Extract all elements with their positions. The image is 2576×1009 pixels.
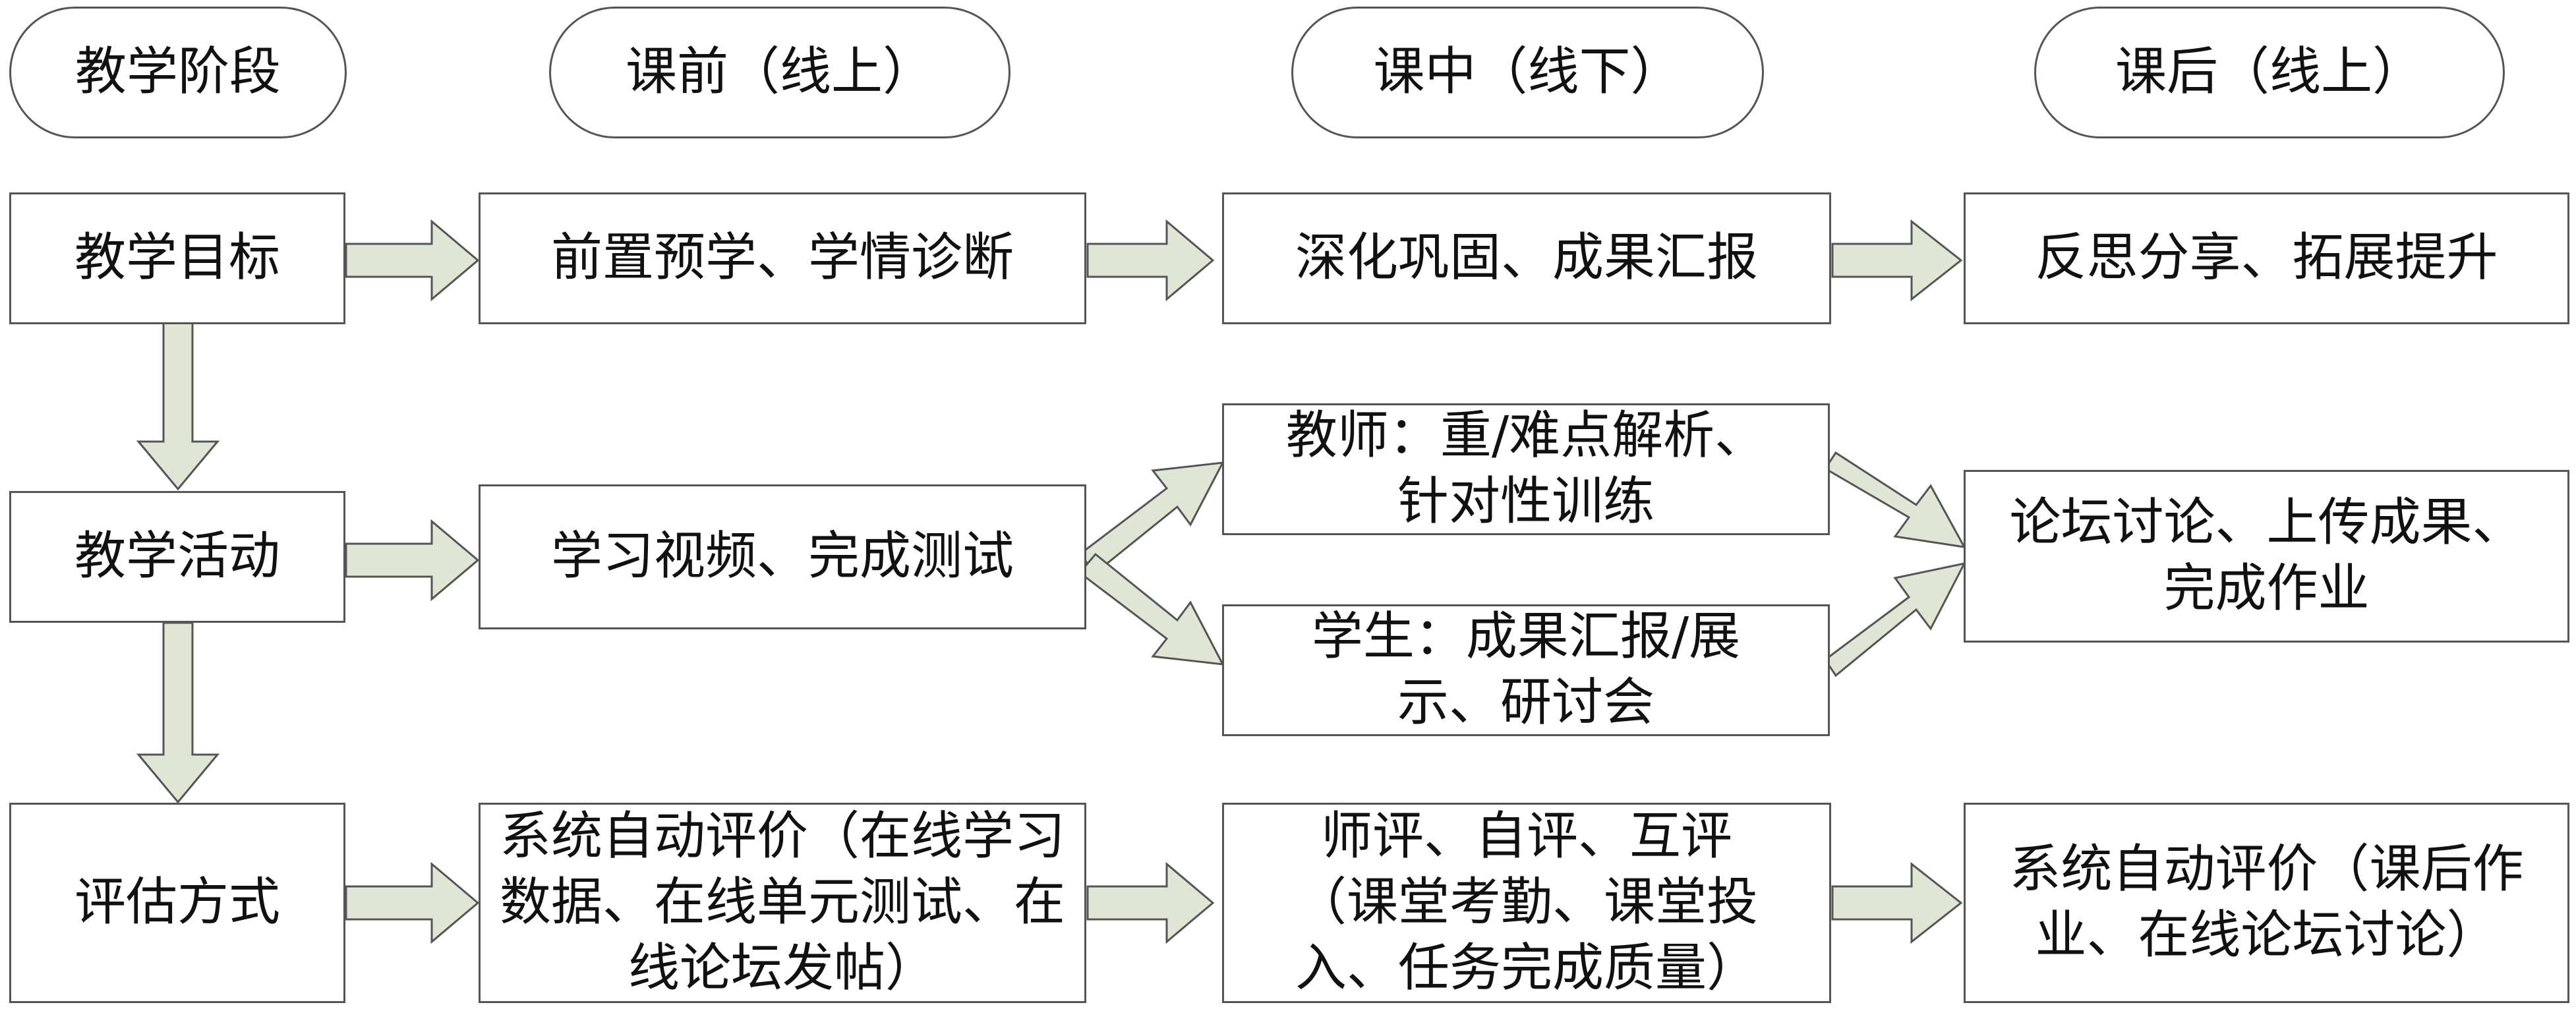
- assessment-after-box: 系统自动评价（课后作业、在线论坛讨论）: [1964, 803, 2569, 1003]
- goals-during-box: 深化巩固、成果汇报: [1222, 192, 1831, 324]
- arrow-goals-to-before: [345, 219, 480, 302]
- stage-during-label: 课中（线下）: [1373, 42, 1682, 102]
- arrow-during-to-after-goals: [1831, 219, 1963, 302]
- activities-student-box: 学生：成果汇报/展示、研讨会: [1222, 604, 1830, 736]
- activities-before-text: 学习视频、完成测试: [550, 527, 1014, 587]
- assessment-during-box: 师评、自评、互评（课堂考勤、课堂投入、任务完成质量）: [1222, 803, 1831, 1003]
- arrow-goals-to-activities: [136, 322, 220, 491]
- goals-before-text: 前置预学、学情诊断: [550, 228, 1014, 288]
- row-goals-label-box: 教学目标: [9, 192, 345, 324]
- assessment-before-text: 系统自动评价（在线学习数据、在线单元测试、在线论坛发帖）: [499, 807, 1065, 998]
- arrow-activities-to-before: [345, 519, 480, 602]
- row-activities-label-box: 教学活动: [9, 491, 345, 623]
- arrow-activities-to-assessment: [136, 621, 220, 804]
- stage-before-pill: 课前（线上）: [549, 7, 1010, 138]
- row-goals-label: 教学目标: [74, 228, 280, 288]
- arrow-student-to-after: [1823, 562, 1966, 677]
- stage-after-pill: 课后（线上）: [2034, 7, 2505, 138]
- activities-after-text: 论坛讨论、上传成果、完成作业: [2009, 493, 2524, 618]
- arrow-during-to-after-assessment: [1831, 861, 1963, 944]
- assessment-before-box: 系统自动评价（在线学习数据、在线单元测试、在线论坛发帖）: [479, 803, 1086, 1003]
- activities-before-box: 学习视频、完成测试: [479, 484, 1086, 629]
- assessment-during-text: 师评、自评、互评（课堂考勤、课堂投入、任务完成质量）: [1295, 807, 1758, 998]
- goals-before-box: 前置预学、学情诊断: [479, 192, 1086, 324]
- activities-teacher-box: 教师：重/难点解析、针对性训练: [1222, 403, 1830, 535]
- arrow-before-to-during-assessment: [1086, 861, 1215, 944]
- stage-header-pill: 教学阶段: [9, 7, 347, 138]
- arrow-before-to-during-goals: [1086, 219, 1215, 302]
- row-assessment-label-box: 评估方式: [9, 803, 345, 1003]
- stage-after-label: 课后（线上）: [2115, 42, 2424, 102]
- goals-after-box: 反思分享、拓展提升: [1964, 192, 2569, 324]
- row-assessment-label: 评估方式: [74, 873, 280, 933]
- goals-after-text: 反思分享、拓展提升: [2035, 228, 2498, 288]
- activities-after-box: 论坛讨论、上传成果、完成作业: [1964, 470, 2569, 643]
- goals-during-text: 深化巩固、成果汇报: [1295, 228, 1758, 288]
- arrow-before-to-student: [1078, 552, 1225, 666]
- row-activities-label: 教学活动: [74, 527, 280, 587]
- stage-during-pill: 课中（线下）: [1291, 7, 1764, 138]
- arrow-assessment-to-before: [345, 861, 480, 944]
- stage-before-label: 课前（线上）: [625, 42, 934, 102]
- assessment-after-text: 系统自动评价（课后作业、在线论坛讨论）: [2009, 840, 2524, 965]
- activities-student-text: 学生：成果汇报/展示、研讨会: [1311, 607, 1741, 732]
- activities-teacher-text: 教师：重/难点解析、针对性训练: [1285, 406, 1767, 531]
- arrow-before-to-teacher: [1078, 461, 1225, 575]
- arrow-teacher-to-after: [1823, 451, 1966, 548]
- stage-header-label: 教学阶段: [74, 42, 281, 102]
